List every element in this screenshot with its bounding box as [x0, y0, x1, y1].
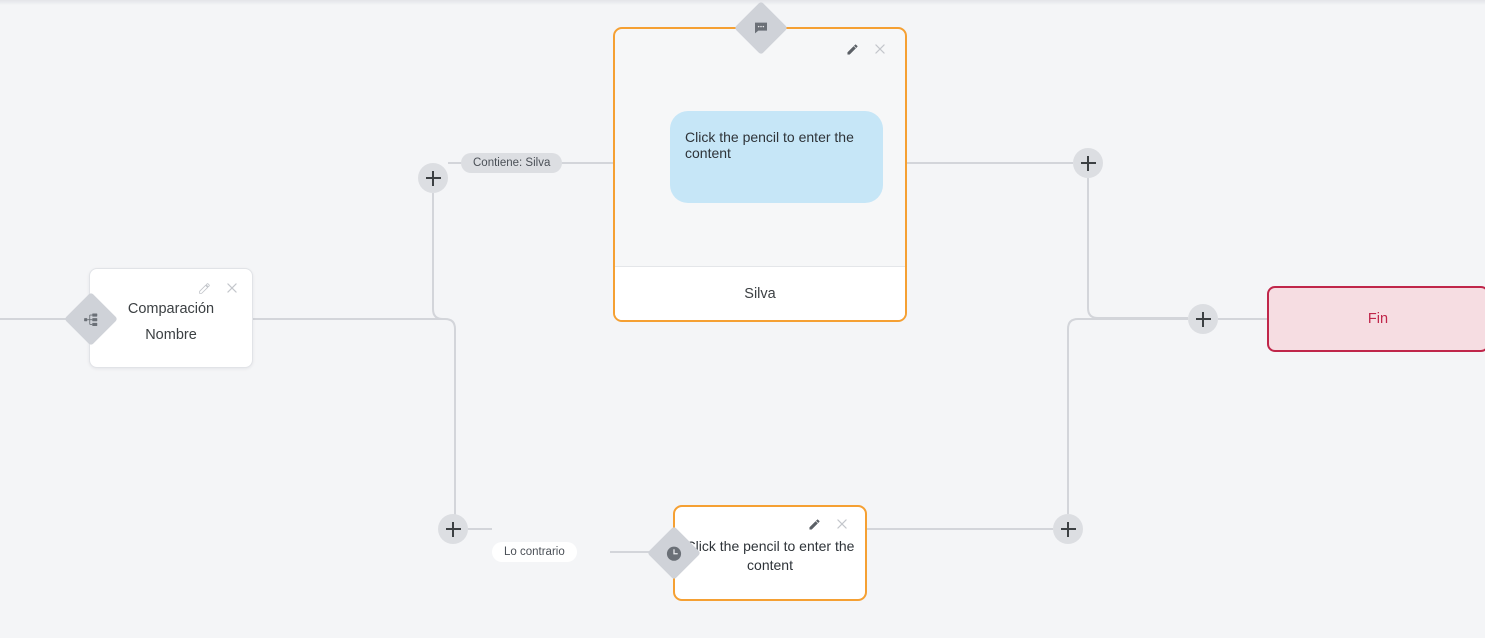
edge-message-merge — [1087, 178, 1188, 319]
window-top-strip — [0, 0, 1485, 5]
edge-false-branch — [253, 318, 492, 530]
end-node[interactable]: Fin — [1267, 286, 1485, 352]
clock-handle[interactable] — [647, 526, 701, 580]
message-bubble[interactable]: Click the pencil to enter the content — [670, 111, 883, 203]
comparison-node-subtitle: Nombre — [145, 327, 197, 343]
edge-wait-merge — [1067, 318, 1188, 514]
wait-node[interactable]: Click the pencil to enter the content — [673, 505, 867, 601]
wait-node-text: Click the pencil to enter the content — [685, 538, 855, 573]
message-node-body: Click the pencil to enter the content — [615, 29, 905, 269]
message-node-actions — [846, 42, 887, 56]
close-icon[interactable] — [873, 42, 887, 56]
wait-node-actions — [808, 517, 849, 531]
edge-label-contiene[interactable]: Contiene: Silva — [461, 153, 563, 173]
add-node-button-before-end[interactable] — [1188, 304, 1218, 334]
pencil-icon[interactable] — [198, 282, 211, 295]
clock-icon — [666, 545, 683, 562]
comparison-node-title: Comparación — [127, 301, 215, 317]
chat-bubble-icon — [753, 20, 769, 36]
close-icon[interactable] — [225, 281, 239, 295]
edge-true-branch-stub — [432, 193, 444, 320]
sitemap-handle[interactable] — [64, 292, 118, 346]
add-node-button-after-message[interactable] — [1073, 148, 1103, 178]
pencil-icon[interactable] — [846, 43, 859, 56]
add-node-button-true-branch[interactable] — [418, 163, 448, 193]
sitemap-icon — [84, 312, 99, 327]
message-node-footer: Silva — [615, 266, 905, 320]
message-node[interactable]: Click the pencil to enter the content Si… — [613, 27, 907, 322]
pencil-icon[interactable] — [808, 518, 821, 531]
close-icon[interactable] — [835, 517, 849, 531]
comparison-node-actions — [198, 281, 239, 295]
edge-label-lo-contrario[interactable]: Lo contrario — [492, 542, 577, 562]
chat-bubble-handle[interactable] — [734, 1, 788, 55]
end-node-label: Fin — [1367, 311, 1389, 327]
add-node-button-after-wait[interactable] — [1053, 514, 1083, 544]
comparison-node[interactable]: Comparación Nombre — [89, 268, 253, 368]
add-node-button-false-branch[interactable] — [438, 514, 468, 544]
